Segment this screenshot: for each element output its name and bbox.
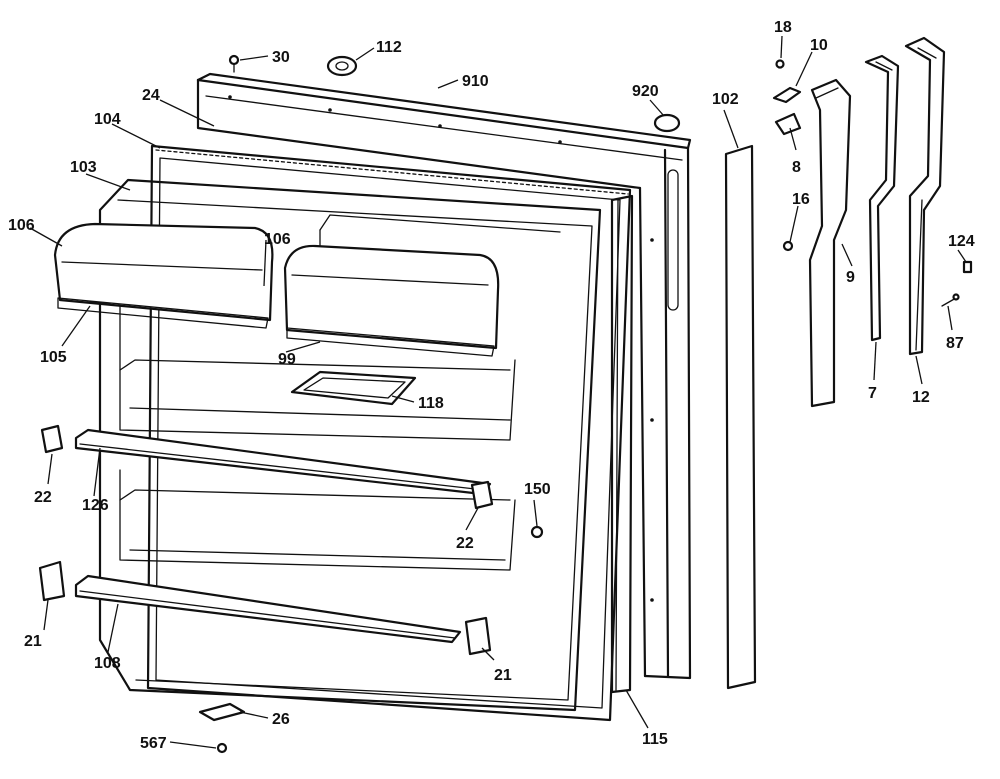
label-99: 99	[278, 351, 296, 368]
label-7: 7	[868, 385, 877, 402]
trim-strip	[610, 194, 634, 694]
hinge-arm	[808, 78, 852, 408]
label-21-right: 21	[494, 667, 512, 684]
shelf-bar-upper	[74, 428, 492, 496]
door-handle	[724, 144, 757, 690]
leader-lines	[29, 35, 967, 749]
dairy-door-right	[283, 244, 500, 357]
label-21-left: 21	[24, 633, 42, 650]
screw-30	[228, 54, 240, 73]
label-102: 102	[712, 91, 739, 108]
label-108: 108	[94, 655, 121, 672]
clip-26	[198, 702, 246, 722]
label-124: 124	[948, 233, 975, 250]
label-10: 10	[810, 37, 828, 54]
shelf-bracket-left-upper	[40, 424, 64, 454]
shelf-bracket-right-upper	[470, 480, 494, 510]
label-30: 30	[272, 49, 290, 66]
label-87: 87	[946, 335, 964, 352]
label-22-right: 22	[456, 535, 474, 552]
label-112: 112	[376, 39, 402, 56]
screw-16	[782, 240, 794, 252]
liner-shelf-recesses	[119, 299, 516, 571]
shelf-bracket-left-lower	[38, 560, 66, 602]
spacer-124	[962, 260, 973, 274]
door-gasket	[146, 144, 632, 722]
label-118: 118	[418, 395, 444, 412]
label-910: 910	[462, 73, 489, 90]
label-106-right: 106	[264, 231, 291, 248]
hinge-screw-18	[775, 59, 785, 69]
label-26: 26	[272, 711, 290, 728]
label-12: 12	[912, 389, 930, 406]
hinge-bracket-7	[864, 54, 900, 342]
dairy-door-left	[53, 222, 274, 329]
hinge-bracket-12	[904, 36, 946, 356]
door-liner	[98, 178, 602, 712]
label-106-left: 106	[8, 217, 35, 234]
butter-tray	[290, 370, 417, 406]
label-22-left: 22	[34, 489, 52, 506]
label-24: 24	[142, 87, 160, 104]
screw-567	[216, 742, 228, 754]
label-126: 126	[82, 497, 109, 514]
shelf-bracket-right-lower	[464, 616, 492, 656]
label-103: 103	[70, 159, 97, 176]
bushing-8	[774, 112, 802, 136]
label-104: 104	[94, 111, 121, 128]
screw-150	[530, 525, 544, 539]
label-8: 8	[792, 159, 801, 176]
label-105: 105	[40, 349, 67, 366]
label-150: 150	[524, 481, 551, 498]
label-115: 115	[642, 731, 668, 748]
outer-door-panel	[196, 72, 692, 680]
bumper-112	[326, 55, 358, 77]
plug-button	[653, 113, 681, 133]
label-567: 567	[140, 735, 167, 752]
label-18: 18	[774, 19, 792, 36]
label-9: 9	[846, 269, 855, 286]
shelf-bar-lower	[74, 574, 462, 644]
hinge-pin-10	[772, 86, 802, 104]
label-920: 920	[632, 83, 659, 100]
label-16: 16	[792, 191, 810, 208]
part-labels: 30 112 910 920 102 18 10 8 16 9 124 87 7…	[8, 19, 975, 752]
